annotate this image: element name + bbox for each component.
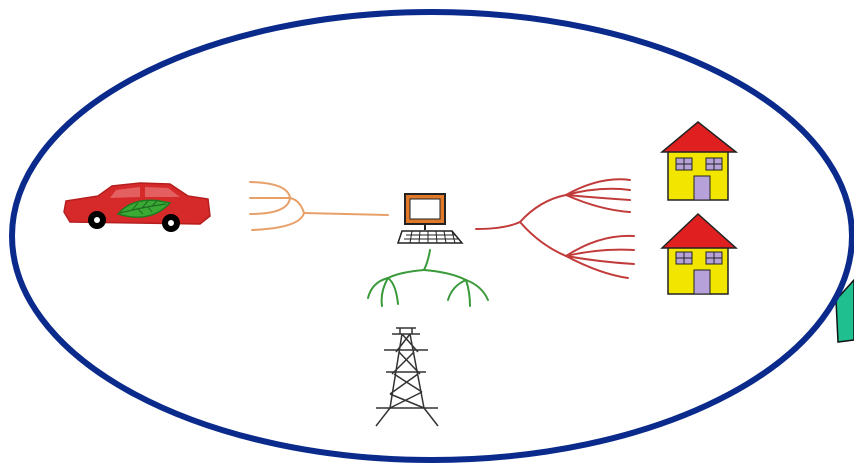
car-connection-lines [249,181,389,231]
keyboard-icon [396,230,464,244]
network-boundary-ellipse [9,9,854,463]
grid-connection-lines [367,249,489,307]
house-connection-lines [475,178,635,279]
house-icon-top [659,121,739,201]
computer-icon [396,193,464,244]
electric-car-icon [63,182,211,232]
power-tower-icon [375,327,439,427]
house-icon-bottom [660,212,738,295]
leaf-icon [116,199,172,218]
teal-corner-shape [835,278,854,343]
